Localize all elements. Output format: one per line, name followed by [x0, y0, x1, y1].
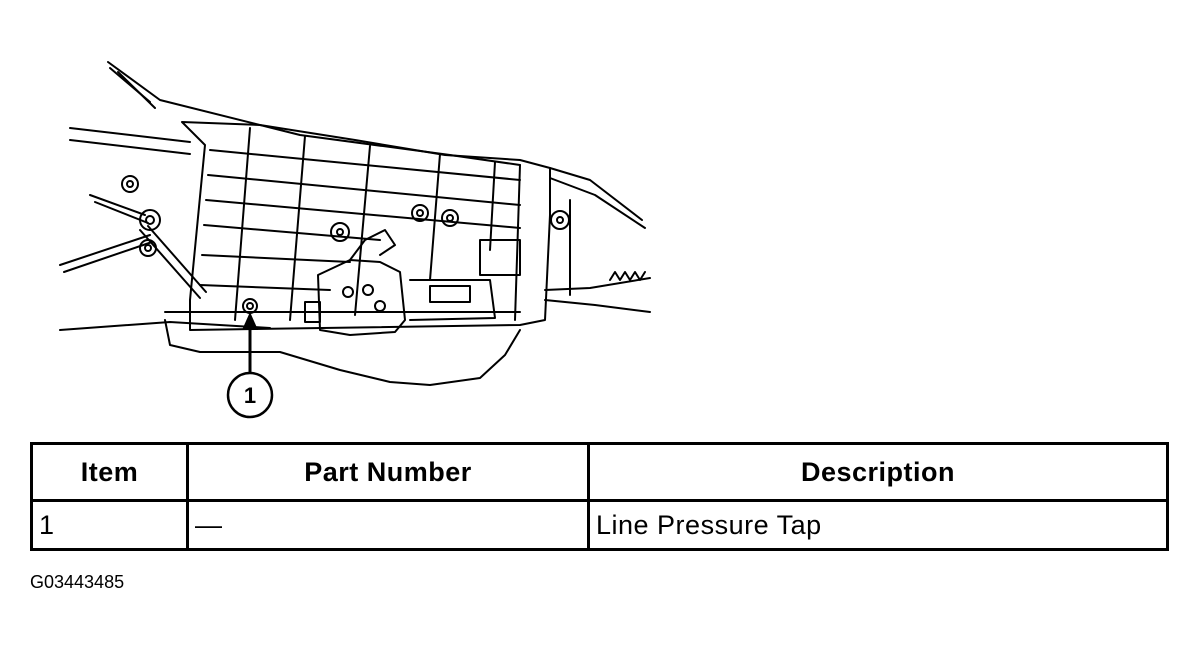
- line-pressure-tap-plug: [242, 298, 258, 314]
- header-item: Item: [30, 442, 189, 502]
- header-description: Description: [587, 442, 1169, 502]
- parts-table: Item Part Number Description 1 — Line Pr…: [30, 442, 1169, 551]
- callout-bubble: 1: [226, 371, 274, 419]
- callout-number: 1: [244, 383, 256, 408]
- transmission-illustration: 1: [59, 61, 651, 419]
- table-header-row: Item Part Number Description: [30, 442, 1169, 502]
- figure-id: G03443485: [30, 572, 125, 592]
- header-part-number: Part Number: [186, 442, 590, 502]
- cell-item: 1: [30, 499, 189, 551]
- callout-arrow: [242, 312, 258, 372]
- table-row: 1 — Line Pressure Tap: [30, 499, 1169, 551]
- cell-part-number: —: [186, 499, 590, 551]
- cell-description: Line Pressure Tap: [587, 499, 1169, 551]
